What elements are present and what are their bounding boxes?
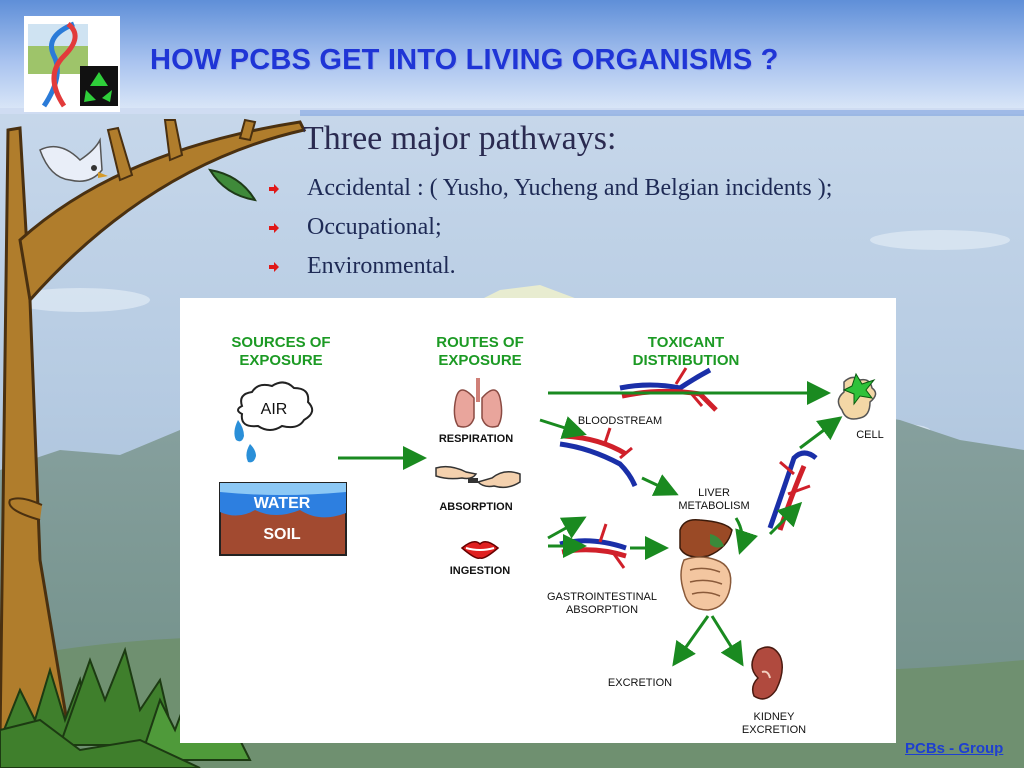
pathway-list: Accidental : ( Yusho, Yucheng and Belgia… (268, 172, 832, 289)
liver-intestine-icon (679, 518, 733, 611)
list-item-text: Accidental : ( Yusho, Yucheng and Belgia… (307, 175, 833, 201)
arrow-to-excretion (672, 615, 710, 667)
list-item: Occupational; (268, 211, 832, 250)
air-label: AIR (261, 401, 288, 418)
heading-sources-line1: SOURCES OF (231, 334, 330, 351)
heading-routes-line2: EXPOSURE (438, 352, 521, 369)
heading-routes-line1: ROUTES OF (436, 334, 524, 351)
bloodstream-label: BLOODSTREAM (578, 415, 662, 427)
liver-label-line1: LIVER (698, 487, 730, 499)
arrow-to-liver (641, 474, 679, 496)
list-item-text: Environmental. (307, 253, 456, 279)
list-item-text: Occupational; (307, 214, 442, 240)
water-label: WATER (254, 495, 311, 512)
dna-recycle-logo (24, 16, 120, 112)
blood-vessel-icon (559, 427, 638, 487)
absorption-label: ABSORPTION (439, 501, 512, 513)
red-arrow-bullet-icon (269, 223, 279, 233)
ingestion-label: INGESTION (450, 565, 511, 577)
soil-label: SOIL (263, 526, 301, 543)
gi-label-line2: ABSORPTION (566, 604, 638, 616)
arrow-gi-to-liver (734, 517, 759, 555)
air-cloud-icon (234, 381, 314, 463)
list-item: Environmental. (268, 250, 832, 289)
cell-label: CELL (856, 429, 884, 441)
slide-title: HOW PCBS GET INTO LIVING ORGANISMS ? (150, 44, 779, 76)
kidney-label-line1: KIDNEY (754, 711, 796, 723)
footer-group-link[interactable]: PCBs - Group (905, 740, 1004, 757)
lead-text: Three major pathways: (303, 120, 617, 157)
tree-illustration (0, 118, 307, 742)
red-arrow-bullet-icon (269, 184, 279, 194)
red-arrow-bullet-icon (269, 262, 279, 272)
cell-icon (837, 372, 877, 420)
arrow-absorption-to-blood (547, 516, 587, 540)
liver-label-line2: METABOLISM (678, 500, 749, 512)
water-soil-block (219, 482, 347, 556)
heading-sources-line2: EXPOSURE (239, 352, 322, 369)
kidney-label-line2: EXCRETION (742, 724, 806, 736)
hands-icon (435, 465, 521, 489)
mouth-icon (460, 541, 500, 560)
lungs-icon (453, 378, 503, 428)
excretion-label: EXCRETION (608, 677, 672, 689)
respiration-label: RESPIRATION (439, 433, 513, 445)
exposure-diagram: SOURCES OF EXPOSURE ROUTES OF EXPOSURE T… (180, 298, 896, 743)
bird-illustration (39, 137, 108, 182)
blood-vessel-icon (767, 450, 818, 531)
arrow-blood-to-cell (799, 416, 843, 450)
exposure-diagram-canvas: SOURCES OF EXPOSURE ROUTES OF EXPOSURE T… (219, 334, 884, 736)
arrow-to-bloodstream (539, 416, 587, 440)
heading-distribution-line2: DISTRIBUTION (633, 352, 740, 369)
arrow-to-kidney (710, 615, 744, 667)
list-item: Accidental : ( Yusho, Yucheng and Belgia… (268, 172, 832, 211)
gi-label-line1: GASTROINTESTINAL (547, 591, 657, 603)
blood-vessel-icon (619, 367, 718, 412)
kidney-icon (751, 646, 783, 700)
arrow-liver-to-blood (768, 501, 803, 536)
logo-image (24, 16, 120, 112)
heading-distribution-line1: TOXICANT (648, 334, 724, 351)
